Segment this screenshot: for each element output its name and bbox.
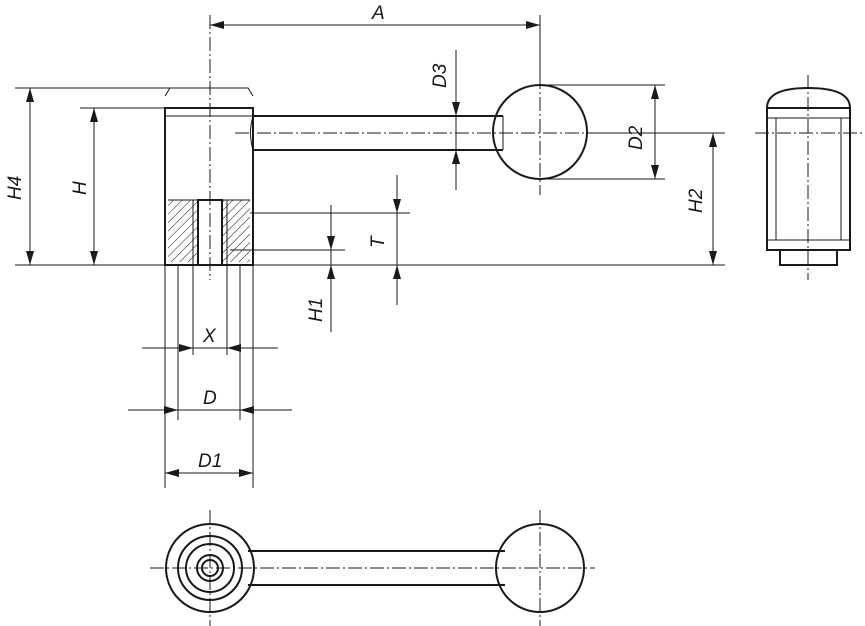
dimension-D: D	[128, 265, 292, 420]
label-H1: H1	[306, 298, 327, 322]
hub-top-outline	[164, 87, 254, 97]
label-D2: D2	[626, 125, 647, 150]
dimension-A: A	[210, 3, 541, 88]
side-view	[755, 75, 862, 280]
lever-arm	[253, 115, 503, 151]
dimension-D3: D3	[430, 50, 460, 190]
label-H: H	[70, 181, 91, 195]
dimension-H: H	[70, 107, 165, 265]
label-T: T	[368, 235, 389, 248]
label-H4: H4	[5, 176, 26, 200]
hub-section-right	[222, 200, 250, 262]
dimension-H2: H2	[590, 132, 725, 265]
dimension-D2: D2	[540, 84, 665, 180]
label-D3: D3	[430, 63, 451, 88]
label-H2: H2	[686, 188, 707, 213]
dimension-T: T	[250, 175, 410, 305]
label-D: D	[203, 388, 217, 409]
dimension-X: X	[142, 265, 278, 355]
dimension-D1: D1	[164, 265, 254, 488]
label-X: X	[202, 326, 217, 347]
top-arm	[248, 550, 505, 586]
arm-fillet	[250, 115, 254, 151]
top-view	[150, 510, 595, 626]
label-D1: D1	[198, 451, 222, 472]
label-A: A	[371, 3, 385, 24]
dimension-H1: H1	[230, 205, 345, 332]
dimension-H4: H4	[5, 87, 170, 265]
